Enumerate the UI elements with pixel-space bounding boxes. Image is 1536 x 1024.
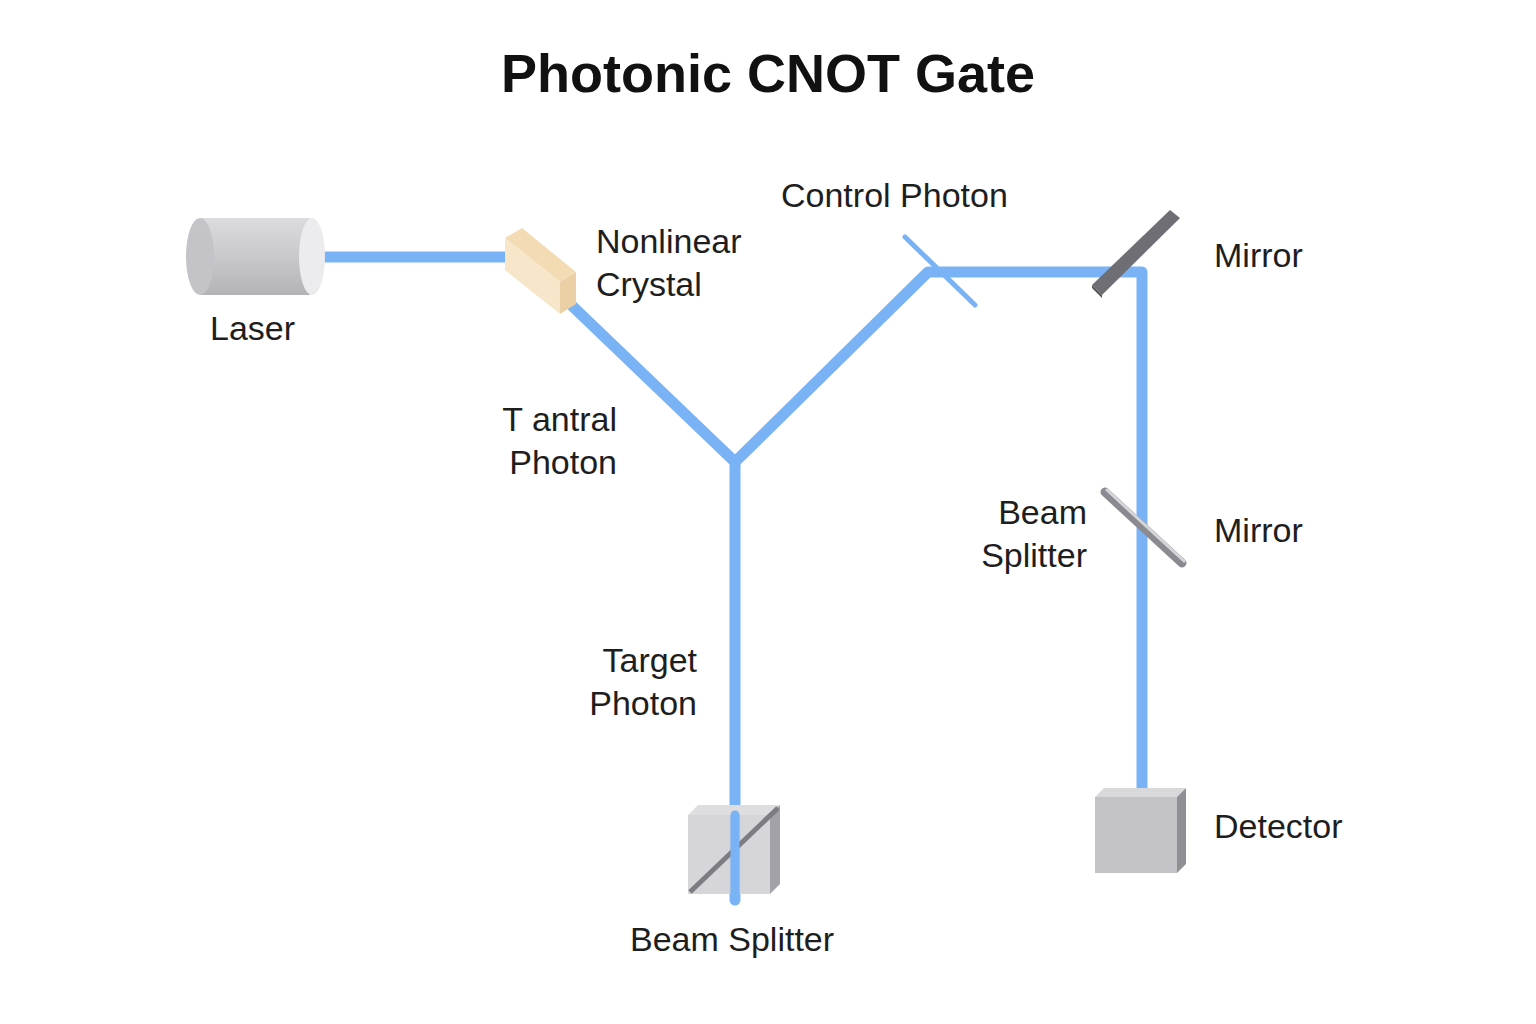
component-label: Beam Splitter <box>925 491 1087 577</box>
beam-splitter-cube <box>688 805 780 900</box>
laser-beams <box>318 257 1142 900</box>
laser-source <box>186 218 325 295</box>
mirror <box>1092 210 1180 298</box>
component-label: Beam Splitter <box>630 918 834 961</box>
component-label: Target Photon <box>535 639 697 725</box>
diagram-title: Photonic CNOT Gate <box>0 40 1536 106</box>
component-label: Detector <box>1214 805 1343 848</box>
component-label: Laser <box>210 307 295 350</box>
beam-splitter-plate <box>905 237 975 305</box>
component-label: T antral Photon <box>455 398 617 484</box>
component-label: Control Photon <box>781 174 1008 217</box>
beam-splitter-plate <box>1105 490 1184 563</box>
component-label: Nonlinear Crystal <box>596 220 796 306</box>
nonlinear-crystal <box>505 228 576 314</box>
component-label: Mirror <box>1214 509 1303 552</box>
component-label: Mirror <box>1214 234 1303 277</box>
detector <box>1095 788 1186 873</box>
